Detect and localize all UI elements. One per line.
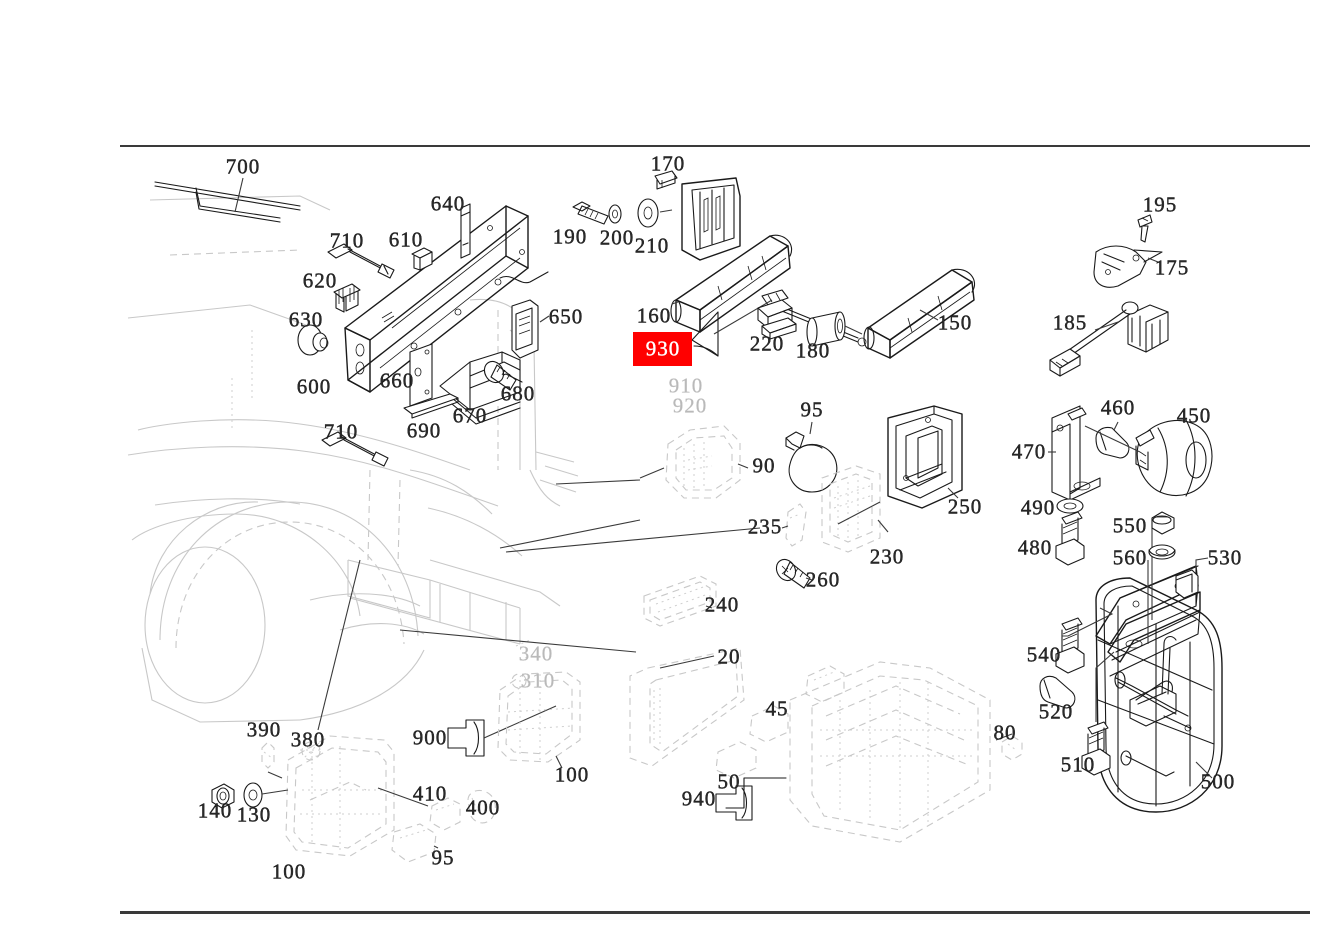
callout-210: 210 [634, 233, 670, 258]
callout-620: 620 [302, 268, 338, 293]
part-210-washer [637, 198, 673, 228]
callout-450: 450 [1176, 403, 1212, 428]
part-45-gasket [805, 665, 845, 703]
callout-470: 470 [1011, 439, 1047, 464]
part-700-rod [154, 177, 301, 223]
callout-130: 130 [236, 802, 272, 827]
callout-260: 260 [805, 567, 841, 592]
part-620-clip [333, 283, 361, 313]
callout-190: 190 [552, 224, 588, 249]
part-175-handle [1093, 245, 1163, 288]
callout-530: 530 [1207, 545, 1243, 570]
callout-510: 510 [1060, 752, 1096, 777]
callout-200: 200 [599, 225, 635, 250]
part-650-lamp [511, 299, 550, 359]
callout-560: 560 [1112, 545, 1148, 570]
callout-380: 380 [290, 727, 326, 752]
callout-390: 390 [246, 717, 282, 742]
callout-520: 520 [1038, 699, 1074, 724]
part-90-lamp-housing [639, 425, 749, 499]
callout-80: 80 [993, 720, 1017, 745]
callout-170: 170 [650, 151, 686, 176]
part-550-nut [1151, 511, 1175, 535]
callout-150: 150 [937, 310, 973, 335]
callout-160: 160 [636, 303, 672, 328]
callout-140: 140 [197, 798, 233, 823]
callout-490: 490 [1020, 495, 1056, 520]
part-560-washer [1148, 544, 1176, 560]
callout-660: 660 [379, 368, 415, 393]
callout-90: 90 [752, 453, 776, 478]
callout-95b: 95 [431, 845, 455, 870]
callout-20: 20 [717, 644, 741, 669]
callout-690: 690 [406, 418, 442, 443]
lead-lines-long [399, 479, 761, 653]
callout-540: 540 [1026, 642, 1062, 667]
callout-175: 175 [1154, 255, 1190, 280]
callout-235: 235 [747, 514, 783, 539]
callout-195: 195 [1142, 192, 1178, 217]
part-95-bulb-upper [785, 421, 838, 493]
callout-610: 610 [388, 227, 424, 252]
callout-480: 480 [1017, 535, 1053, 560]
callout-180: 180 [795, 338, 831, 363]
callout-700: 700 [225, 154, 261, 179]
callout-185: 185 [1052, 310, 1088, 335]
callout-930: 930 [645, 336, 681, 361]
callout-310: 310 [520, 668, 556, 693]
part-390-spring [261, 741, 275, 769]
callout-240: 240 [704, 592, 740, 617]
callout-250: 250 [947, 494, 983, 519]
callout-400: 400 [465, 795, 501, 820]
part-540-bolt [1055, 607, 1114, 674]
callout-650: 650 [548, 304, 584, 329]
callout-910: 910 [668, 373, 704, 398]
callout-940: 940 [681, 786, 717, 811]
part-460-bulb [1095, 421, 1130, 459]
callout-640: 640 [430, 191, 466, 216]
callout-710b: 710 [323, 419, 359, 444]
callout-600: 600 [296, 374, 332, 399]
callout-410: 410 [412, 781, 448, 806]
top-divider-rule [120, 145, 1310, 147]
callout-220: 220 [749, 331, 785, 356]
part-690-bar [403, 393, 459, 419]
part-480-bolt [1055, 511, 1085, 566]
part-235-clip [781, 503, 807, 547]
callout-460: 460 [1100, 395, 1136, 420]
part-200-washer [608, 204, 622, 224]
part-900-arrow-marker [447, 705, 557, 757]
callout-50: 50 [717, 769, 741, 794]
bottom-divider-rule [120, 911, 1310, 914]
callout-500: 500 [1200, 769, 1236, 794]
part-100-lamp-left [267, 735, 395, 857]
callout-630: 630 [288, 307, 324, 332]
part-250-lamp-bezel [837, 405, 963, 525]
callout-340: 340 [518, 641, 554, 666]
truck-body-ghost [127, 195, 579, 723]
callout-230: 230 [869, 544, 905, 569]
callout-680: 680 [500, 381, 536, 406]
callout-710a: 710 [329, 228, 365, 253]
part-490-washer [1056, 498, 1084, 514]
callout-45: 45 [765, 696, 789, 721]
lead-380 [317, 559, 361, 731]
part-450-lamp-motor [1084, 419, 1213, 497]
callout-920: 920 [672, 393, 708, 418]
callout-550: 550 [1112, 513, 1148, 538]
callout-900: 900 [412, 725, 448, 750]
part-230-lamp-insert [821, 465, 889, 553]
callout-670: 670 [452, 403, 488, 428]
callout-100b: 100 [271, 859, 307, 884]
callout-100a: 100 [554, 762, 590, 787]
highlight-box-930 [633, 332, 692, 366]
callout-95a: 95 [800, 397, 824, 422]
part-190-bolt [572, 201, 609, 225]
part-160-step-assembly [670, 177, 792, 333]
part-195-screw [1137, 214, 1153, 243]
part-470-bracket [1048, 405, 1101, 501]
part-600-bumper-beam [344, 205, 549, 393]
part-tail-lamp-body [725, 661, 1013, 843]
